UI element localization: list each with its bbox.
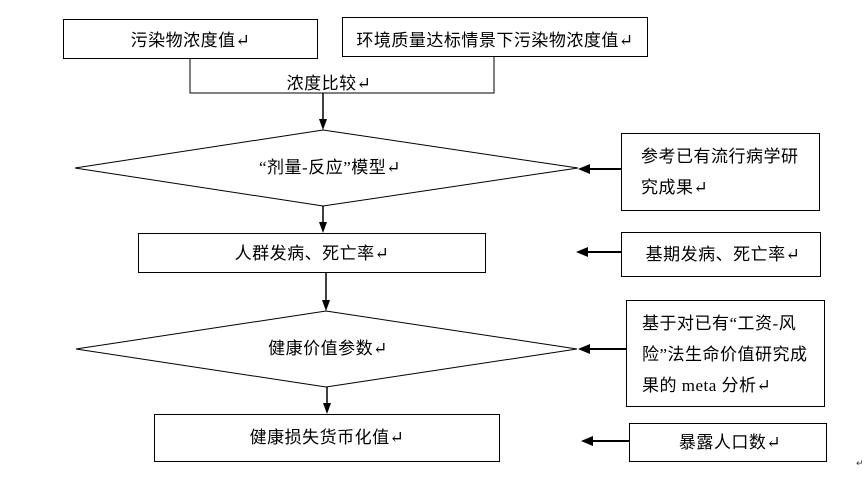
arrow-from-baseline-rates: [576, 247, 621, 257]
arrow-from-exposed-population: [581, 436, 629, 446]
baseline-rates-box: 基期发病、死亡率↵: [621, 232, 821, 277]
epidemiology-reference-line-1: 参考已有流行病学研: [641, 147, 799, 166]
arrow-to-dose-response: [319, 93, 327, 130]
arrow-to-incidence-mortality: [319, 206, 327, 233]
target-concentration-label: 环境质量达标情景下污染物浓度值↵: [356, 30, 634, 50]
dose-response-label: “剂量-反应”模型↵: [259, 158, 401, 177]
paragraph-mark: ↵: [856, 459, 864, 469]
epidemiology-reference-box: 参考已有流行病学研 究成果↵: [621, 133, 820, 211]
comparison-label: 浓度比较↵: [286, 74, 372, 93]
meta-analysis-line-2: 险”法生命价值研究成: [642, 345, 808, 364]
incidence-mortality-label: 人群发病、死亡率↵: [234, 244, 390, 263]
exposed-population-box: 暴露人口数↵: [629, 423, 827, 462]
meta-analysis-box: 基于对已有“工资-风 险”法生命价值研究成 果的 meta 分析↵: [626, 300, 825, 407]
arrow-to-monetized-health-loss: [323, 387, 331, 414]
arrow-to-health-value-parameters: [322, 272, 330, 311]
monetized-health-loss-box: 健康损失货币化值↵: [154, 414, 500, 462]
incidence-mortality-box: 人群发病、死亡率↵: [138, 233, 486, 273]
target-concentration-box: 环境质量达标情景下污染物浓度值↵: [342, 17, 648, 57]
baseline-rates-label: 基期发病、死亡率↵: [645, 244, 801, 264]
arrow-from-epidemiology-reference: [578, 164, 621, 174]
monetized-health-loss-label: 健康损失货币化值↵: [249, 428, 405, 447]
health-value-parameters-label: 健康价值参数↵: [268, 339, 388, 358]
epidemiology-reference-line-2: 究成果↵: [641, 178, 709, 197]
comparison-bracket: [189, 56, 495, 94]
health-value-diamond: [75, 310, 578, 388]
exposed-population-label: 暴露人口数↵: [678, 432, 782, 452]
source-concentration-box: 污染物浓度值↵: [63, 19, 318, 59]
meta-analysis-line-3: 果的 meta 分析↵: [642, 376, 772, 395]
meta-analysis-line-1: 基于对已有“工资-风: [642, 314, 797, 333]
source-concentration-label: 污染物浓度值↵: [130, 31, 251, 50]
arrow-from-meta-analysis: [578, 344, 626, 354]
